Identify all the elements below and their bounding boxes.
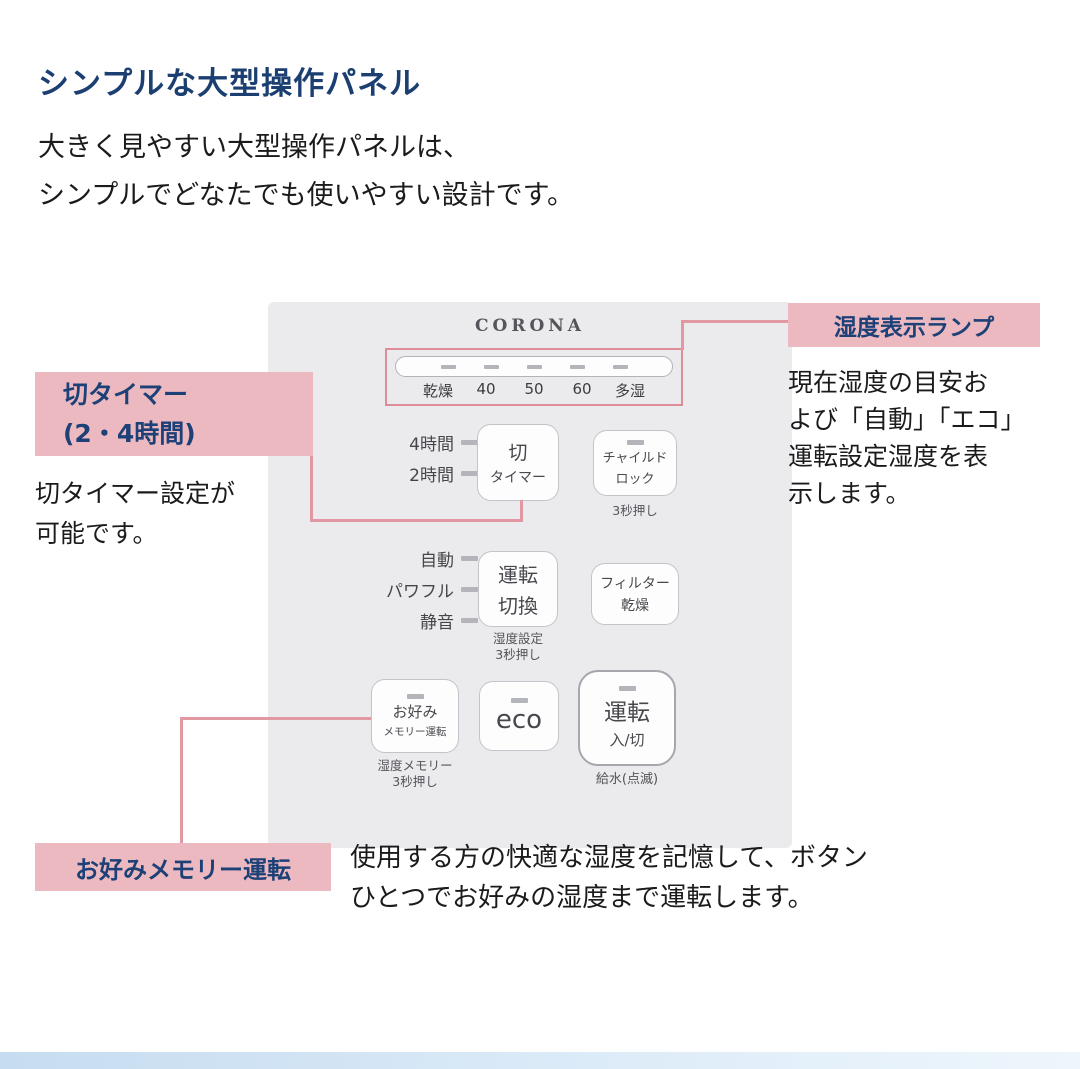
humidity-scale-label: 40 bbox=[476, 380, 496, 398]
memory-desc-line: ひとつでお好みの湿度まで運転します。 bbox=[350, 883, 814, 913]
humidity-scale: 乾燥 40 50 60 多湿 bbox=[387, 380, 681, 401]
humidity-desc-line: 現在湿度の目安お bbox=[788, 368, 989, 397]
callout-memory-label: お好みメモリー運転 bbox=[35, 843, 331, 891]
humidity-desc-line: 運転設定湿度を表 bbox=[788, 442, 989, 471]
indicator-dash-icon bbox=[510, 697, 528, 703]
filter-dry-button: フィルター 乾燥 bbox=[591, 563, 679, 625]
connector-line bbox=[180, 717, 371, 720]
indicator-dash-icon bbox=[461, 618, 478, 623]
bottom-accent-bar bbox=[0, 1052, 1080, 1069]
mode-side-label-auto: 自動 bbox=[382, 546, 478, 571]
timer-side-label-4h: 4時間 bbox=[382, 430, 478, 455]
intro-line-2: シンプルでどなたでも使いやすい設計です。 bbox=[38, 180, 574, 211]
callout-timer-desc: 切タイマー設定が 可能です。 bbox=[35, 474, 235, 554]
memory-note-2: 3秒押し bbox=[392, 774, 438, 789]
lamp-indicator-icon bbox=[612, 364, 628, 369]
child-lock-label-2: ロック bbox=[615, 471, 655, 487]
indicator-dash-icon bbox=[626, 439, 644, 445]
mode-switch-label-1: 運転 bbox=[498, 563, 538, 587]
brand-logo: CORONA bbox=[474, 316, 585, 336]
memory-desc-line: 使用する方の快適な湿度を記憶して、ボタン bbox=[350, 843, 868, 873]
timer-label-text: 2時間 bbox=[409, 466, 454, 486]
humidity-scale-label: 50 bbox=[524, 380, 544, 398]
connector-line bbox=[310, 519, 523, 522]
mode-label-text: 自動 bbox=[420, 551, 454, 571]
indicator-dash-icon bbox=[618, 686, 636, 691]
humidity-scale-label: 多湿 bbox=[614, 382, 645, 400]
connector-line bbox=[520, 500, 523, 522]
mode-label-text: パワフル bbox=[386, 582, 454, 602]
memory-button: お好み メモリー運転 bbox=[371, 679, 459, 753]
mode-switch-label-2: 切換 bbox=[498, 594, 538, 618]
power-button: 運転 入/切 bbox=[578, 670, 676, 766]
filter-dry-label-1: フィルター bbox=[600, 576, 670, 592]
mode-label-text: 静音 bbox=[420, 613, 454, 633]
eco-button: eco bbox=[479, 681, 559, 751]
callout-humidity-label: 湿度表示ランプ bbox=[788, 303, 1040, 347]
callout-humidity-desc: 現在湿度の目安お よび「自動」「エコ」 運転設定湿度を表 示します。 bbox=[788, 364, 1026, 512]
timer-callout-line-1: 切タイマー bbox=[63, 380, 189, 409]
callout-memory-desc: 使用する方の快適な湿度を記憶して、ボタン ひとつでお好みの湿度まで運転します。 bbox=[350, 838, 868, 918]
memory-label-1: お好み bbox=[392, 702, 438, 721]
off-timer-label-1: 切 bbox=[508, 442, 528, 464]
intro-text: 大きく見やすい大型操作パネルは、 シンプルでどなたでも使いやすい設計です。 bbox=[38, 124, 574, 220]
eco-label: eco bbox=[495, 704, 543, 735]
connector-line bbox=[681, 320, 788, 323]
lamp-indicator-icon bbox=[483, 364, 499, 369]
indicator-dash-icon bbox=[461, 556, 478, 561]
child-lock-hold-note: 3秒押し bbox=[612, 503, 658, 518]
off-timer-label-2: タイマー bbox=[490, 470, 546, 486]
filter-dry-label-2: 乾燥 bbox=[621, 598, 649, 614]
indicator-dash-icon bbox=[461, 587, 478, 592]
lamp-indicator-icon bbox=[440, 364, 456, 369]
memory-hold-note: 湿度メモリー 3秒押し bbox=[371, 758, 459, 790]
humidity-lamp-highlight: 乾燥 40 50 60 多湿 bbox=[385, 348, 683, 406]
lamp-indicator-icon bbox=[526, 364, 542, 369]
timer-label-text: 4時間 bbox=[409, 435, 454, 455]
timer-side-label-2h: 2時間 bbox=[382, 461, 478, 486]
connector-line bbox=[681, 320, 684, 350]
mode-switch-note-2: 3秒押し bbox=[495, 647, 541, 662]
mode-switch-button: 運転 切換 bbox=[478, 551, 558, 627]
humidity-scale-label: 乾燥 bbox=[422, 382, 453, 400]
timer-callout-line-2: (2・4時間) bbox=[63, 419, 196, 448]
intro-line-1: 大きく見やすい大型操作パネルは、 bbox=[38, 132, 470, 163]
callout-timer-label: 切タイマー (2・4時間) bbox=[35, 372, 313, 456]
memory-label-2: メモリー運転 bbox=[383, 725, 447, 738]
humidity-lamp-bar bbox=[395, 356, 673, 377]
child-lock-label-1: チャイルド bbox=[602, 450, 668, 466]
mode-side-label-powerful: パワフル bbox=[382, 577, 478, 602]
page-title: シンプルな大型操作パネル bbox=[38, 66, 422, 102]
power-label-2: 入/切 bbox=[609, 731, 645, 749]
mode-switch-note-1: 湿度設定 bbox=[492, 631, 543, 646]
indicator-dash-icon bbox=[461, 471, 478, 476]
memory-note-1: 湿度メモリー bbox=[377, 758, 453, 773]
mode-side-label-quiet: 静音 bbox=[382, 608, 478, 633]
child-lock-button: チャイルド ロック bbox=[593, 430, 677, 496]
power-label-1: 運転 bbox=[604, 700, 650, 726]
connector-line bbox=[310, 456, 313, 522]
timer-desc-line: 切タイマー設定が bbox=[35, 479, 236, 508]
connector-line bbox=[180, 717, 183, 843]
timer-desc-line: 可能です。 bbox=[35, 519, 158, 548]
indicator-dash-icon bbox=[406, 693, 424, 699]
off-timer-button: 切 タイマー bbox=[477, 424, 559, 501]
power-water-note: 給水(点滅) bbox=[595, 772, 659, 787]
humidity-desc-line: よび「自動」「エコ」 bbox=[788, 405, 1026, 434]
humidity-scale-label: 60 bbox=[572, 380, 592, 398]
indicator-dash-icon bbox=[461, 440, 478, 445]
humidity-desc-line: 示します。 bbox=[788, 479, 911, 508]
mode-switch-hold-note: 湿度設定 3秒押し bbox=[478, 631, 558, 663]
lamp-indicator-icon bbox=[569, 364, 585, 369]
